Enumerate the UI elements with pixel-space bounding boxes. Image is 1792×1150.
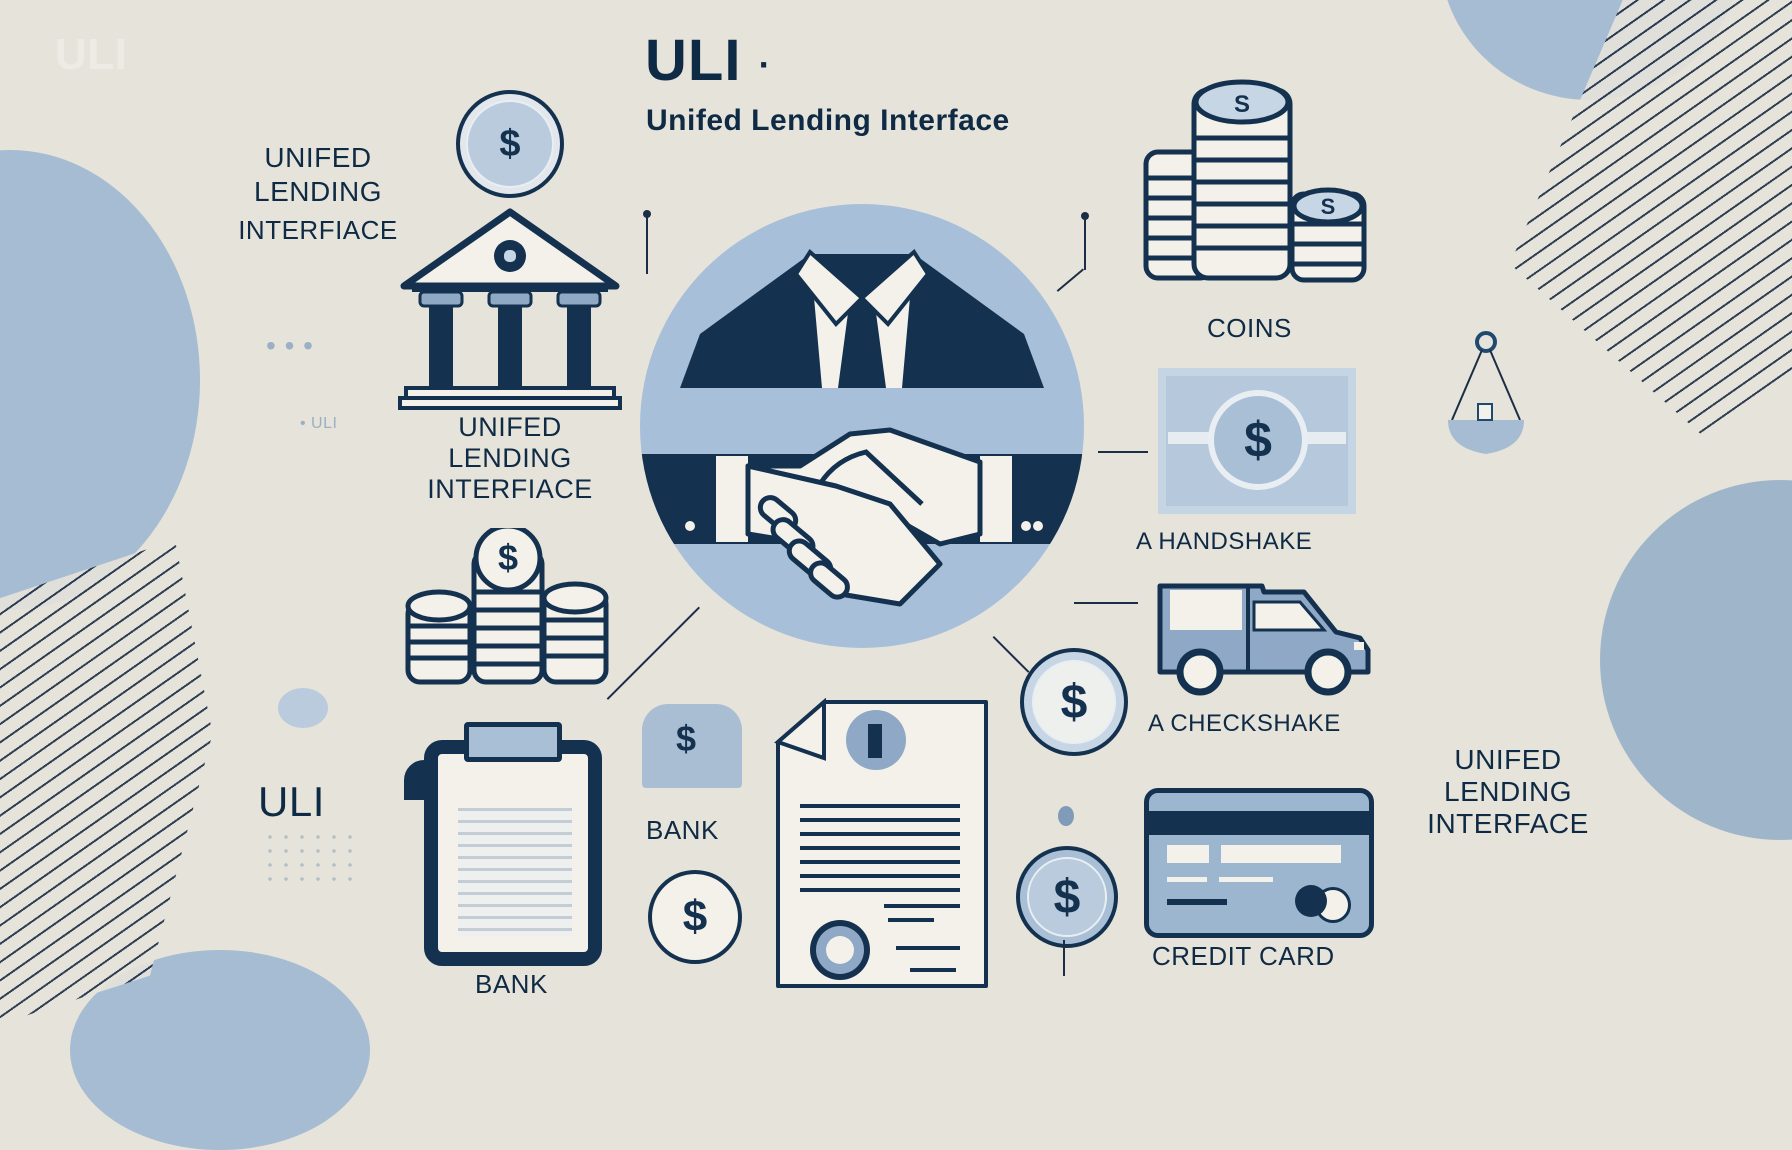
coin-stack-icon: S S bbox=[1143, 79, 1367, 283]
connector-dot bbox=[643, 210, 651, 218]
dot-cluster bbox=[262, 830, 362, 890]
svg-text:S: S bbox=[1234, 91, 1250, 118]
businessman-suit-icon bbox=[640, 248, 1084, 607]
label-line: LENDING bbox=[448, 443, 572, 474]
connector-line bbox=[646, 214, 648, 274]
label-bank-small: BANK bbox=[646, 815, 719, 845]
svg-text:$: $ bbox=[498, 537, 518, 578]
title-dot: · bbox=[758, 43, 772, 85]
dollar-coin-icon: $ bbox=[648, 870, 742, 964]
connector-dot bbox=[1081, 212, 1089, 220]
label-top-left: UNIFED LENDING INTERFIACE bbox=[228, 142, 408, 246]
label-uli-small: ULI bbox=[258, 778, 325, 825]
contract-document-icon bbox=[774, 698, 988, 988]
label-line: INTERFACE bbox=[1427, 808, 1589, 840]
svg-text:S: S bbox=[1321, 194, 1336, 219]
dollar-coin-icon: $ bbox=[456, 90, 564, 198]
credit-card-icon bbox=[1144, 788, 1374, 938]
label-credit-card: CREDIT CARD bbox=[1152, 941, 1335, 971]
faded-uli-small: • ULI bbox=[300, 415, 338, 432]
tablet-clip bbox=[464, 722, 562, 762]
page-subtitle: Unifed Lending Interface bbox=[646, 104, 1010, 137]
label-bank-tablet: BANK bbox=[475, 969, 548, 999]
money-bill-icon: $ bbox=[642, 704, 742, 788]
dollar-coin-icon: $ bbox=[1020, 648, 1128, 756]
car-icon bbox=[1157, 583, 1371, 696]
label-line: INTERFIACE bbox=[427, 474, 593, 505]
faded-watermark: ULI bbox=[55, 30, 128, 79]
bank-building-icon bbox=[398, 208, 622, 410]
dollar-coin-icon: $ bbox=[1016, 846, 1118, 948]
bg-circle-left bbox=[0, 150, 200, 610]
label-bottom-right: UNIFED LENDING INTERFACE bbox=[1418, 744, 1598, 841]
dots-row: • • • bbox=[266, 330, 314, 361]
label-line: UNIFED bbox=[1454, 744, 1562, 775]
connector-line bbox=[1063, 940, 1065, 976]
label-coins: COINS bbox=[1207, 313, 1292, 343]
connector-line bbox=[1098, 451, 1148, 453]
page-title: ULI · bbox=[645, 28, 772, 95]
bg-circle-right bbox=[1600, 480, 1792, 840]
label-line: INTERFIACE bbox=[238, 215, 398, 246]
tablet-icon bbox=[424, 740, 602, 966]
dollar-coin-icon: $ bbox=[1208, 390, 1308, 490]
label-line: LENDING bbox=[254, 176, 382, 208]
scale-icon bbox=[1448, 331, 1524, 454]
small-bubble bbox=[278, 688, 328, 728]
connector-line bbox=[1084, 218, 1086, 270]
connector-line bbox=[1074, 602, 1138, 604]
label-line: UNIFED bbox=[458, 412, 562, 442]
label-line: LENDING bbox=[1444, 776, 1572, 808]
handshake-circle bbox=[640, 204, 1084, 648]
label-checkshake: A CHECKSHAKE bbox=[1148, 710, 1341, 737]
small-diamond bbox=[1058, 806, 1074, 826]
label-line: UNIFED bbox=[264, 142, 372, 173]
label-handshake: A HANDSHAKE bbox=[1136, 528, 1313, 555]
money-bill-icon: $ bbox=[1158, 368, 1356, 514]
coin-stack-icon: $ bbox=[405, 528, 609, 685]
label-bank-caption: UNIFED LENDING INTERFIACE bbox=[410, 412, 610, 505]
title-text: ULI bbox=[645, 28, 742, 93]
